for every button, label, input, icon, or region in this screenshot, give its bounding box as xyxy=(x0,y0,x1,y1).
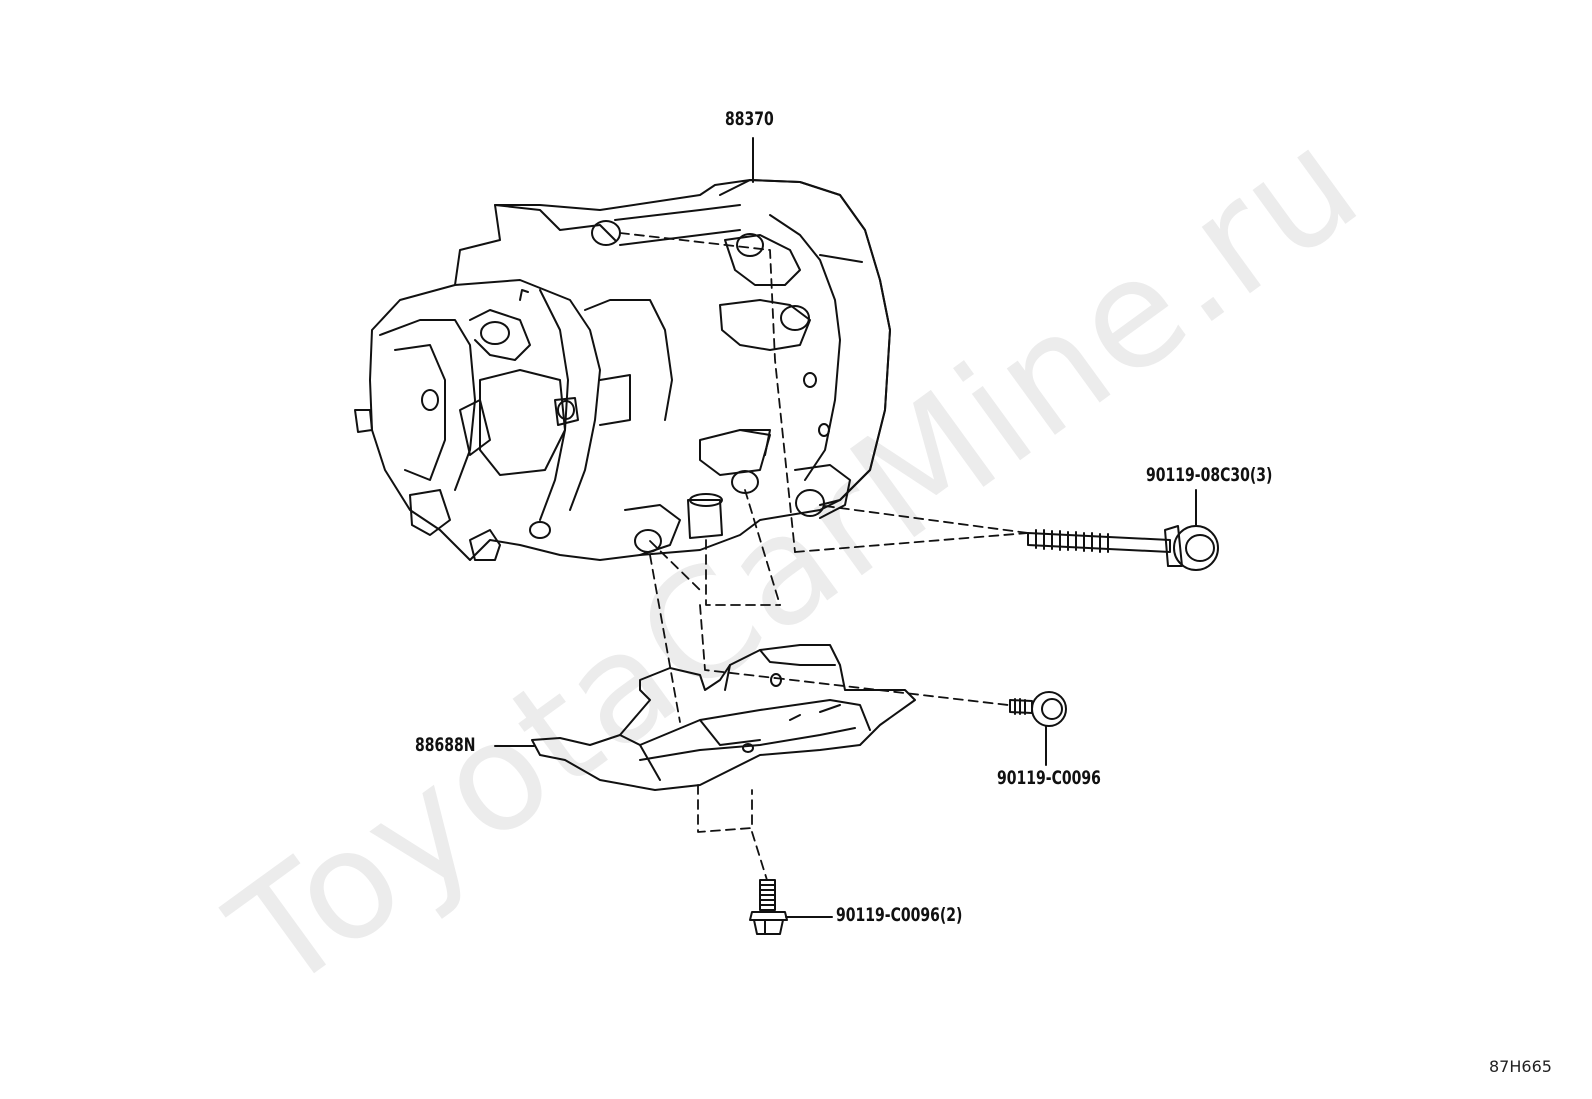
compressor-88370[interactable] xyxy=(354,179,891,561)
bracket-88688N[interactable] xyxy=(531,644,916,791)
label-90119-C0096-bottom: 90119-C0096(2) xyxy=(836,904,963,926)
bolt-90119-08C30[interactable] xyxy=(1027,525,1219,571)
label-88688N: 88688N xyxy=(415,734,476,756)
label-90119-C0096: 90119-C0096 xyxy=(997,767,1101,789)
installation-lines xyxy=(619,232,1029,881)
label-90119-08C30: 90119-08C30(3) xyxy=(1146,464,1273,486)
bolt-90119-C0096[interactable] xyxy=(1009,691,1067,727)
label-88370: 88370 xyxy=(725,108,774,130)
diagram-code: 87H665 xyxy=(1489,1057,1552,1076)
bolt-90119-C0096-bottom[interactable] xyxy=(749,879,788,935)
